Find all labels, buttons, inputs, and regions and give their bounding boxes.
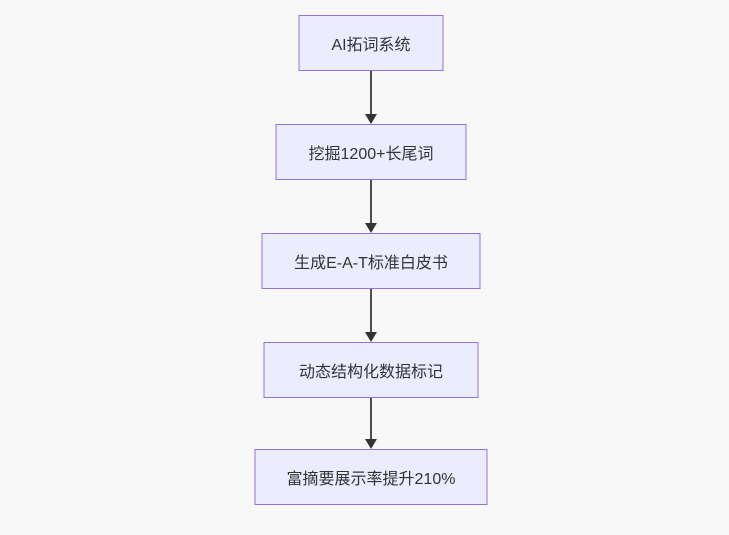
flow-arrow-1: [364, 71, 378, 124]
flowchart-node-longtail-mining: 挖掘1200+长尾词: [275, 124, 467, 180]
edge-line: [370, 71, 372, 117]
flow-arrow-2: [364, 180, 378, 233]
node-label: 动态结构化数据标记: [298, 364, 443, 381]
node-label: AI拓词系统: [331, 37, 411, 54]
arrowhead-down-icon: [365, 114, 377, 124]
flowchart-node-ai-keyword-system: AI拓词系统: [298, 15, 444, 71]
flowchart-node-rich-snippet-result: 富摘要展示率提升210%: [254, 449, 488, 505]
arrowhead-down-icon: [365, 332, 377, 342]
flowchart-node-eat-whitepaper: 生成E-A-T标准白皮书: [261, 233, 481, 289]
edge-line: [370, 180, 372, 226]
flow-arrow-3: [364, 289, 378, 342]
edge-line: [370, 398, 372, 442]
edge-line: [370, 289, 372, 335]
arrowhead-down-icon: [365, 439, 377, 449]
node-label: 挖掘1200+长尾词: [308, 146, 434, 163]
node-label: 富摘要展示率提升210%: [286, 471, 456, 488]
arrowhead-down-icon: [365, 223, 377, 233]
flowchart-node-structured-data: 动态结构化数据标记: [263, 342, 479, 398]
flow-arrow-4: [364, 398, 378, 449]
node-label: 生成E-A-T标准白皮书: [294, 255, 448, 272]
